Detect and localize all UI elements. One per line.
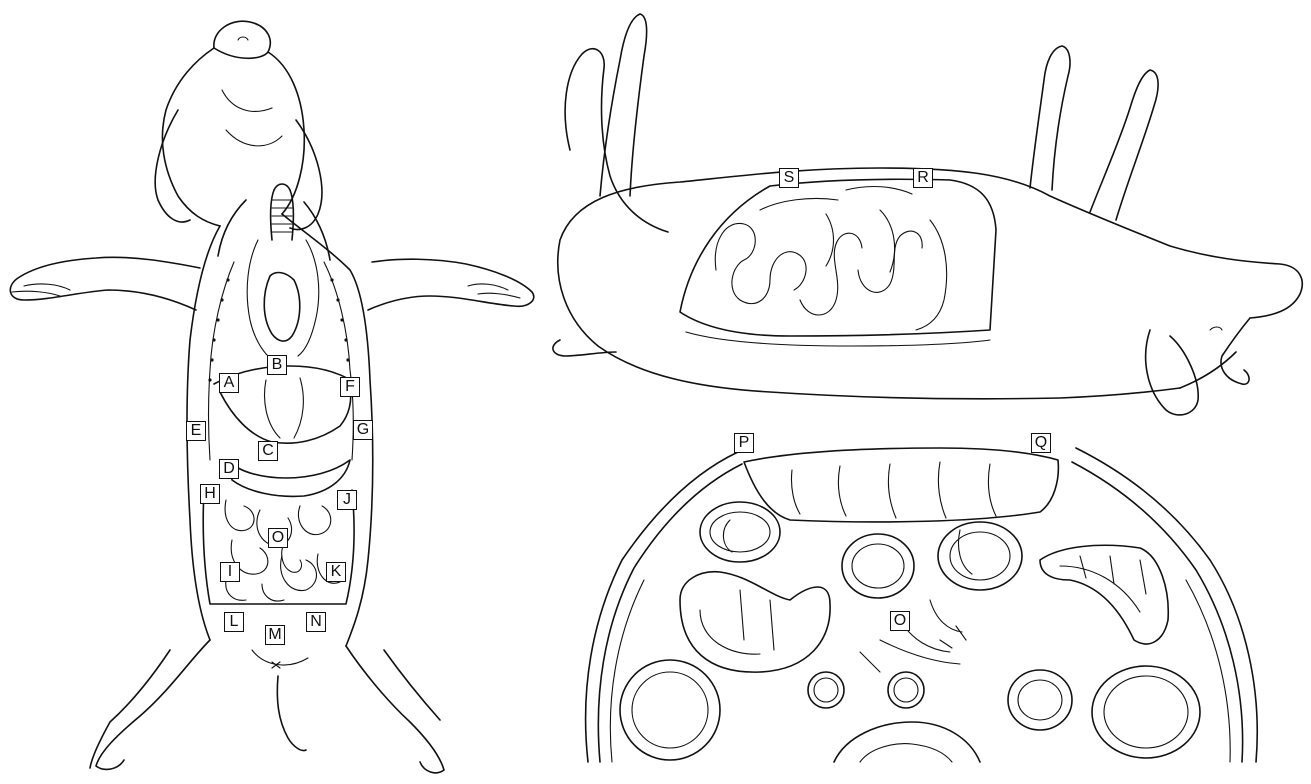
- label-G: G: [353, 420, 373, 440]
- label-B: B: [267, 355, 287, 375]
- label-H: H: [200, 484, 220, 504]
- lateral-foreleg-1: [1030, 46, 1070, 190]
- label-I: I: [220, 562, 240, 582]
- label-L: L: [224, 612, 244, 632]
- gut-loop-1: [700, 502, 780, 562]
- lateral-hindleg-1: [600, 14, 647, 196]
- right-foreleg: [368, 259, 534, 310]
- label-F: F: [340, 377, 360, 397]
- label-J: J: [337, 490, 357, 510]
- label-P: P: [734, 433, 754, 453]
- cross-section: [586, 448, 1258, 762]
- vena-cava: [888, 672, 924, 708]
- gut-loop-4: [680, 572, 830, 672]
- stomach: [230, 460, 350, 496]
- snout: [214, 21, 270, 58]
- label-D: D: [219, 459, 239, 479]
- lateral-ear: [1146, 330, 1199, 415]
- label-A: A: [219, 373, 239, 393]
- label-R: R: [913, 168, 933, 188]
- liver: [220, 388, 351, 443]
- lateral-view-pig: [553, 14, 1302, 415]
- lateral-abdominal-window: [680, 179, 996, 336]
- cross-section-body-wall: [586, 448, 1258, 762]
- gut-loop-5: [1040, 545, 1168, 644]
- tail: [277, 676, 306, 751]
- aorta: [808, 672, 844, 708]
- right-hindleg: [346, 646, 444, 773]
- thoracic-opening: [218, 200, 330, 260]
- gut-loop-7: [1092, 666, 1200, 758]
- left-hindleg: [90, 640, 210, 769]
- heart: [264, 273, 300, 342]
- mesentery: [860, 600, 966, 672]
- lateral-head: [1180, 318, 1250, 388]
- label-C: C: [258, 441, 278, 461]
- label-M: M: [265, 625, 285, 645]
- label-Q: Q: [1031, 433, 1051, 453]
- label-O-ventral: O: [268, 528, 288, 548]
- lateral-tail: [553, 340, 616, 356]
- right-ear: [290, 120, 322, 229]
- lateral-foreleg-2: [1090, 70, 1158, 220]
- label-E: E: [186, 421, 206, 441]
- intestines: [225, 500, 340, 601]
- label-S: S: [779, 168, 799, 188]
- label-N: N: [306, 612, 326, 632]
- lungs: [247, 240, 319, 356]
- gut-loop-6: [620, 660, 720, 760]
- label-O-cross-section: O: [890, 611, 910, 631]
- vertebra: [834, 722, 980, 762]
- ventral-view-pig: [10, 21, 533, 773]
- label-K: K: [326, 562, 346, 582]
